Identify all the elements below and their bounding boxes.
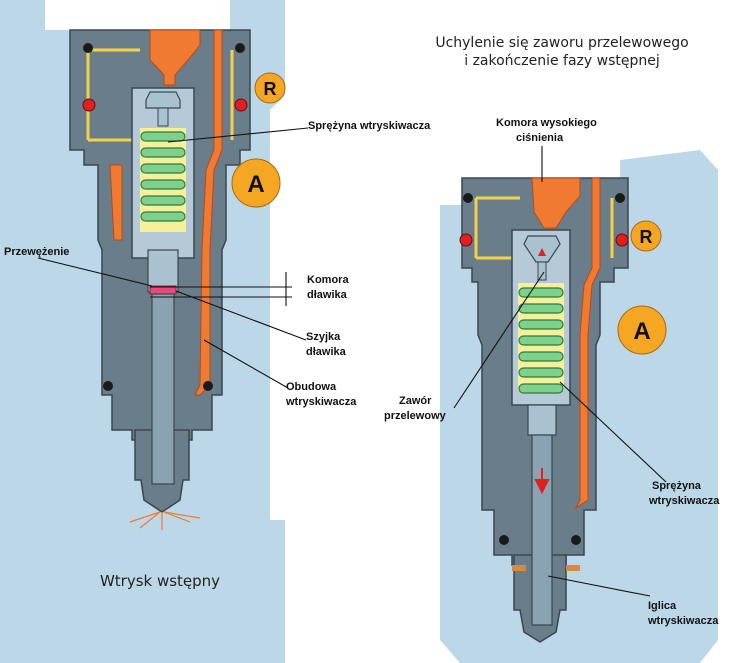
left-a-marker-circle (231, 158, 281, 208)
left-needle-lower (151, 293, 175, 485)
label-sprezyna-right-2: wtryskiwacza (649, 495, 720, 507)
left-oil-channel-top (149, 29, 201, 86)
right-needle-upper (527, 404, 557, 436)
right-needle-arrow (534, 468, 550, 495)
left-seal-black-tr (235, 43, 245, 53)
right-seal-black-br (571, 535, 581, 545)
right-seal-red-l (459, 233, 473, 247)
left-a-marker-letter: A (247, 171, 264, 198)
right-seal-black-tr (615, 193, 625, 203)
left-r-marker-letter: R (264, 79, 277, 99)
left-injector (69, 29, 286, 530)
right-seal-black-bl (499, 535, 509, 545)
right-r-marker-letter: R (640, 227, 653, 247)
diagram-title-line-1: Uchylenie się zaworu przelewowego (435, 35, 689, 51)
label-sprezyna-right-1: Sprężyna (652, 480, 701, 492)
label-iglica-1: Iglica (648, 600, 677, 612)
left-valve-head (145, 91, 181, 109)
label-iglica-2: wtryskiwacza (648, 615, 719, 627)
right-seal-yellow (474, 196, 614, 260)
right-needle-lower (531, 434, 553, 626)
label-szyjka-1: Szyjka (306, 331, 341, 343)
left-seal-black-tl (83, 43, 93, 53)
label-komora-wysokiego-2: ciśnienia (516, 132, 564, 144)
label-przewezenie: Przewężenie (4, 246, 70, 258)
right-valve-arrow (538, 248, 546, 256)
right-injector (459, 177, 667, 643)
label-komora-dlawika-2: dławika (307, 289, 347, 301)
label-obudowa-1: Obudowa (286, 381, 337, 393)
label-obudowa-2: wtryskiwacza (286, 396, 357, 408)
left-seal-black-br (203, 381, 213, 391)
label-komora-wysokiego-1: Komora wysokiego (496, 117, 597, 129)
right-oil-channel-right (574, 177, 601, 510)
label-zawor-2: przelewowy (384, 410, 446, 422)
right-copper-washer-l (512, 565, 526, 571)
right-oil-channel-top (531, 177, 581, 229)
right-r-marker-circle (630, 220, 662, 252)
left-seal-red-r (234, 98, 248, 112)
left-oil-channel-left (109, 164, 123, 241)
right-spring-coils (518, 287, 564, 394)
left-seal-black-bl (103, 381, 113, 391)
left-oil-channel-right (194, 29, 223, 396)
left-spray (129, 511, 201, 530)
right-seal-black-tl (463, 193, 473, 203)
right-valve-stem (537, 261, 547, 281)
right-copper-washer-r (566, 565, 580, 571)
left-valve-stem (157, 107, 169, 127)
diagram-title-line-2: i zakończenie fazy wstępnej (464, 53, 660, 69)
left-spring-coils (140, 131, 186, 222)
caption-left: Wtrysk wstępny (99, 572, 221, 590)
label-komora-dlawika-1: Komora (307, 274, 349, 286)
label-szyjka-2: dławika (306, 346, 346, 358)
right-seal-red-r (615, 233, 629, 247)
left-r-marker-circle (254, 72, 286, 104)
left-seal-red-l (82, 98, 96, 112)
right-a-marker-circle (617, 305, 667, 355)
leader-lines (37, 127, 667, 597)
right-a-marker-letter: A (633, 318, 650, 345)
label-zawor-1: Zawór (399, 395, 432, 407)
label-sprezyna-left: Sprężyna wtryskiwacza (308, 120, 431, 132)
